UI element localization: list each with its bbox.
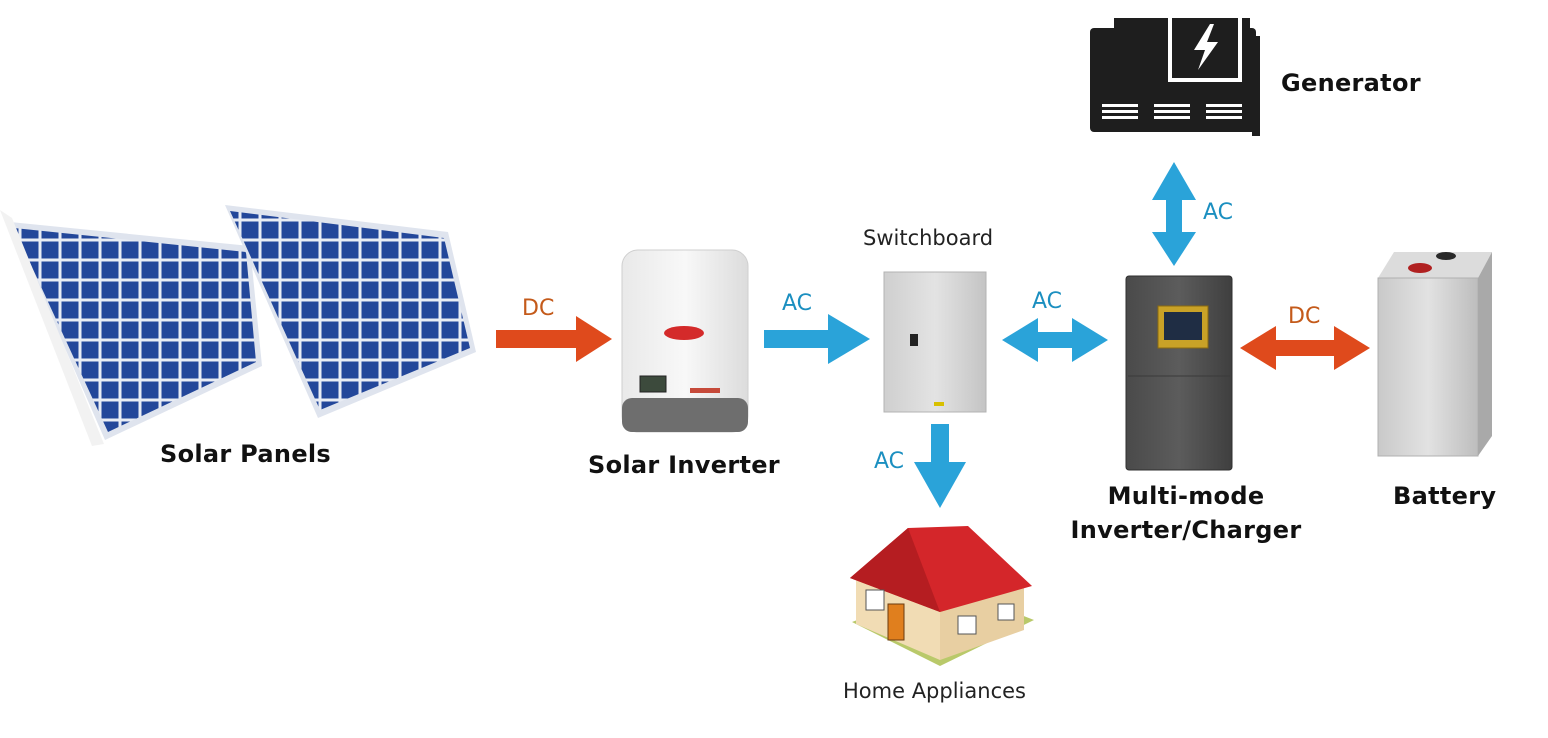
generator-image xyxy=(1090,14,1260,136)
lightning-bolt-icon xyxy=(1194,24,1218,70)
solar-panels-image xyxy=(0,205,476,446)
multi-mode-inverter-image xyxy=(1125,275,1233,471)
label-home-appliances: Home Appliances xyxy=(843,679,1026,703)
solar-inverter-image xyxy=(621,249,749,433)
dc-arrow-multimode-battery xyxy=(1240,326,1370,370)
flow-label-generator-multimode: AC xyxy=(1203,200,1234,225)
flow-label-switchboard-to-home: AC xyxy=(874,449,905,474)
switchboard-image xyxy=(883,271,987,413)
dc-arrow-panels-to-inverter xyxy=(496,316,612,362)
label-generator: Generator xyxy=(1281,69,1421,97)
ac-arrow-inverter-to-switchboard xyxy=(764,314,870,364)
flow-label-switchboard-multimode: AC xyxy=(1032,289,1063,314)
label-multi-mode-line1: Multi-mode xyxy=(1107,482,1265,510)
flow-label-inverter-to-switchboard: AC xyxy=(782,291,813,316)
ac-arrow-switchboard-to-home xyxy=(914,424,966,508)
label-switchboard: Switchboard xyxy=(863,226,994,250)
home-image xyxy=(850,526,1034,666)
label-solar-inverter: Solar Inverter xyxy=(588,451,780,479)
label-battery: Battery xyxy=(1393,482,1497,510)
ac-arrow-generator-multimode xyxy=(1152,162,1196,266)
label-multi-mode-line2: Inverter/Charger xyxy=(1070,516,1302,544)
label-solar-panels: Solar Panels xyxy=(160,440,332,468)
ac-arrow-switchboard-multimode xyxy=(1002,318,1108,362)
flow-label-panels-to-inverter: DC xyxy=(522,296,555,321)
battery-image xyxy=(1377,252,1492,457)
flow-label-multimode-battery: DC xyxy=(1288,304,1321,329)
